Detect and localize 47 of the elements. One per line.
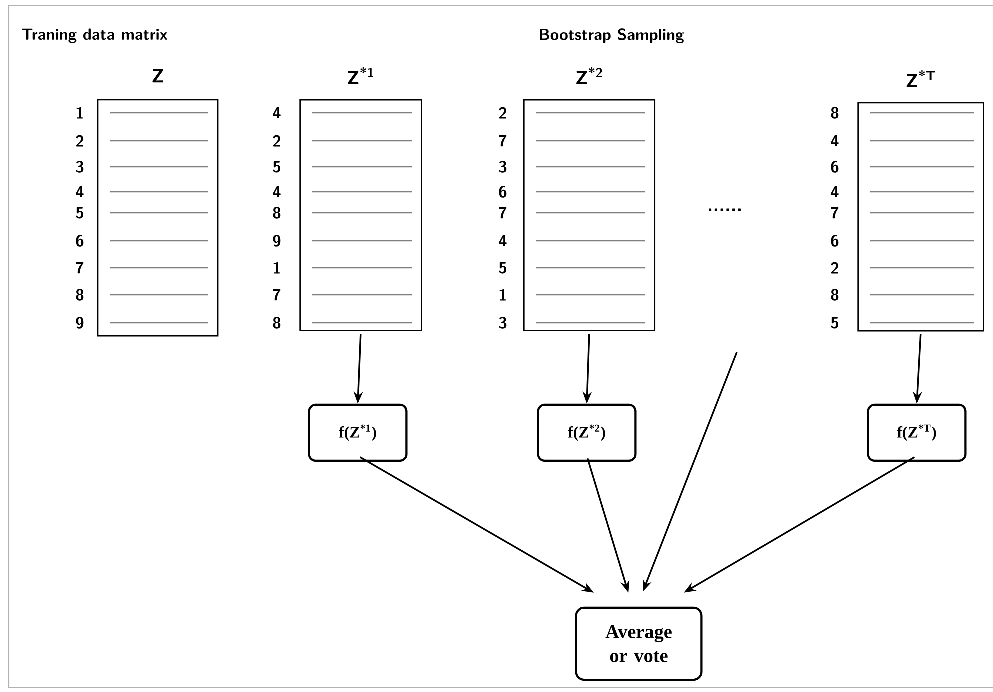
row-number: 2 [831, 262, 838, 274]
section-title: Traning data matrix [22, 28, 168, 44]
row-number: 4 [831, 186, 839, 198]
row-number: 8 [831, 289, 839, 301]
function-box: f(Z$^{*2}$) [537, 404, 637, 462]
row-number: 7 [831, 207, 839, 219]
row-number: 6 [831, 235, 839, 247]
row-number: 4 [76, 186, 84, 198]
ellipsis-mark: ...... [709, 208, 741, 212]
row-number: 6 [831, 161, 839, 173]
row-number: 7 [499, 135, 507, 147]
row-number: 4 [831, 135, 839, 147]
result-box: Average or vote [575, 606, 703, 682]
row-number: 7 [273, 289, 281, 301]
section-title: Bootstrap Sampling [540, 28, 684, 44]
row-number: 3 [76, 161, 84, 173]
row-number: 2 [499, 107, 507, 119]
matrix-heading: Z$^{*2}$ [576, 68, 602, 84]
row-number: 8 [273, 317, 281, 329]
function-box: f(Z$^{*1}$) [308, 404, 408, 462]
row-number: 5 [273, 161, 281, 173]
row-number: 6 [499, 186, 507, 198]
row-number: 8 [76, 289, 84, 301]
row-number: 4 [273, 186, 281, 198]
row-number: 8 [273, 207, 281, 219]
row-number: 4 [273, 107, 281, 119]
row-number: 3 [499, 317, 507, 329]
row-number: 7 [76, 262, 84, 274]
row-number: 5 [831, 317, 838, 329]
row-number: 9 [76, 317, 84, 329]
function-box: f(Z$^{*T}$) [867, 404, 967, 462]
row-number: 3 [499, 161, 507, 173]
row-number: 9 [273, 235, 281, 247]
row-number: 1 [274, 262, 280, 274]
row-number: 4 [499, 235, 507, 247]
row-number: 5 [76, 207, 84, 219]
matrix-heading: Z [152, 69, 164, 83]
row-number: 7 [499, 207, 507, 219]
row-number: 2 [76, 135, 84, 147]
matrix-heading: Z$^{*1}$ [348, 68, 374, 84]
row-number: 6 [76, 235, 84, 247]
row-number: 5 [499, 262, 507, 274]
row-number: 8 [831, 107, 839, 119]
row-number: 2 [273, 135, 281, 147]
row-number: 1 [76, 107, 84, 119]
matrix-heading: Z$^{*T}$ [906, 70, 936, 88]
row-number: 1 [500, 289, 506, 301]
